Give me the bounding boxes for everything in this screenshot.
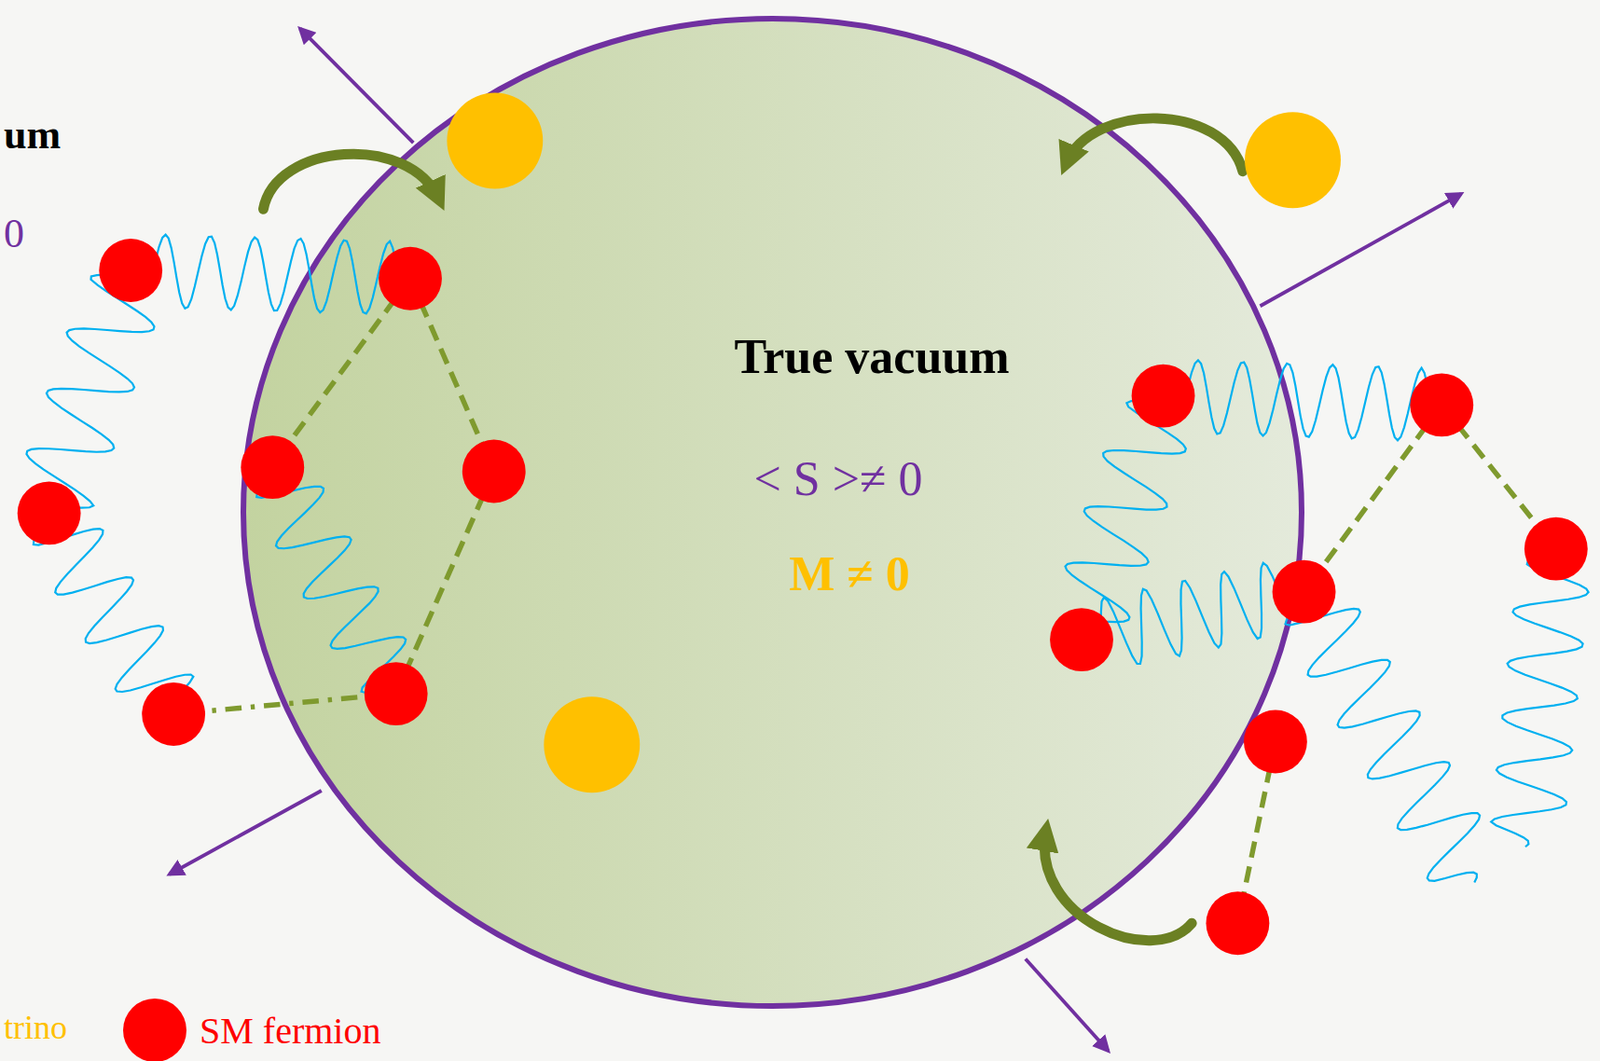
sm-fermions xyxy=(17,238,1588,955)
wave-line xyxy=(1285,592,1481,883)
bubble-text: < S >≠ 0 xyxy=(753,451,923,508)
legend-row: SM fermion xyxy=(123,998,381,1061)
wave-line xyxy=(1081,563,1305,664)
bubble-text: M ≠ 0 xyxy=(788,546,911,603)
wave-line xyxy=(1490,549,1588,848)
transition-arrows xyxy=(262,118,1242,941)
bubble-text: True vacuum xyxy=(733,329,1009,386)
expansion-arrows xyxy=(169,28,1462,1051)
wave-line xyxy=(256,467,406,694)
edge-label: trino xyxy=(3,1008,68,1048)
wave-line xyxy=(1163,359,1443,441)
edge-label: um xyxy=(3,111,61,160)
bubble-outline xyxy=(239,14,1306,1010)
gauge-waves xyxy=(26,234,1588,883)
wave-line xyxy=(1065,396,1187,641)
vacuum-bubble: True vacuum < S >≠ 0 M ≠ 0 xyxy=(239,14,1306,1010)
wave-line xyxy=(130,234,411,315)
wave-line xyxy=(26,270,154,513)
legend-text: SM fermion xyxy=(199,1008,381,1053)
scalar-lines xyxy=(173,278,1557,925)
legend-swatch xyxy=(123,998,187,1061)
edge-label: 0 xyxy=(3,210,25,259)
sterile-neutrinos xyxy=(446,93,1341,794)
